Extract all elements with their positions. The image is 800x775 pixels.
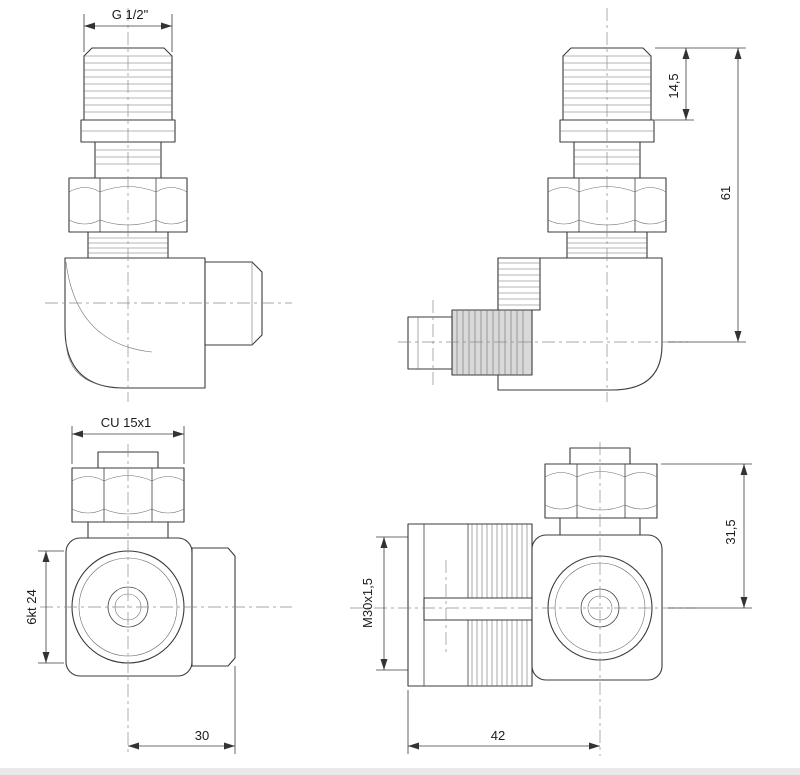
centerlines-front xyxy=(45,8,292,402)
centerlines-side xyxy=(398,8,688,402)
valve-insert-knurled xyxy=(451,309,533,376)
outlet-port-front xyxy=(204,261,263,346)
dim-label-thread-length: 14,5 xyxy=(666,73,681,98)
dim-label-height: 31,5 xyxy=(723,519,738,544)
dim-height: 31,5 xyxy=(661,463,752,609)
view-bottom-front: CU 15x1 6kt 24 30 xyxy=(24,415,292,756)
dim-offset: 30 xyxy=(128,666,236,754)
thread-strip-side xyxy=(497,257,541,311)
insert-flange xyxy=(407,316,453,370)
dim-depth: 42 xyxy=(407,690,600,754)
dim-head-thread: M30x1,5 xyxy=(360,536,408,671)
centerlines-bottom-front xyxy=(40,444,292,756)
centerlines-bottom-side xyxy=(350,442,695,756)
dim-label-offset: 30 xyxy=(195,728,209,743)
valve-body-front xyxy=(64,257,206,389)
dim-label-head-thread: M30x1,5 xyxy=(360,578,375,628)
page-bottom-strip xyxy=(0,768,800,775)
dim-hex-size: 6kt 24 xyxy=(24,550,64,664)
dim-total-height: 61 xyxy=(668,48,746,343)
dim-label-total-height: 61 xyxy=(718,186,733,200)
dim-pipe-size: CU 15x1 xyxy=(71,415,185,464)
view-front: G 1/2" xyxy=(45,7,292,402)
dim-label-hex-size: 6kt 24 xyxy=(24,589,39,624)
dim-label-depth: 42 xyxy=(491,728,505,743)
dim-label-thread-size: G 1/2" xyxy=(112,7,149,22)
view-side: 14,5 61 xyxy=(398,8,746,402)
spindle-slot xyxy=(423,597,533,621)
dim-label-pipe-size: CU 15x1 xyxy=(101,415,152,430)
view-bottom-side: M30x1,5 31,5 42 xyxy=(350,442,752,756)
dim-thread-size: G 1/2" xyxy=(83,7,173,52)
dim-thread-length: 14,5 xyxy=(655,47,746,121)
